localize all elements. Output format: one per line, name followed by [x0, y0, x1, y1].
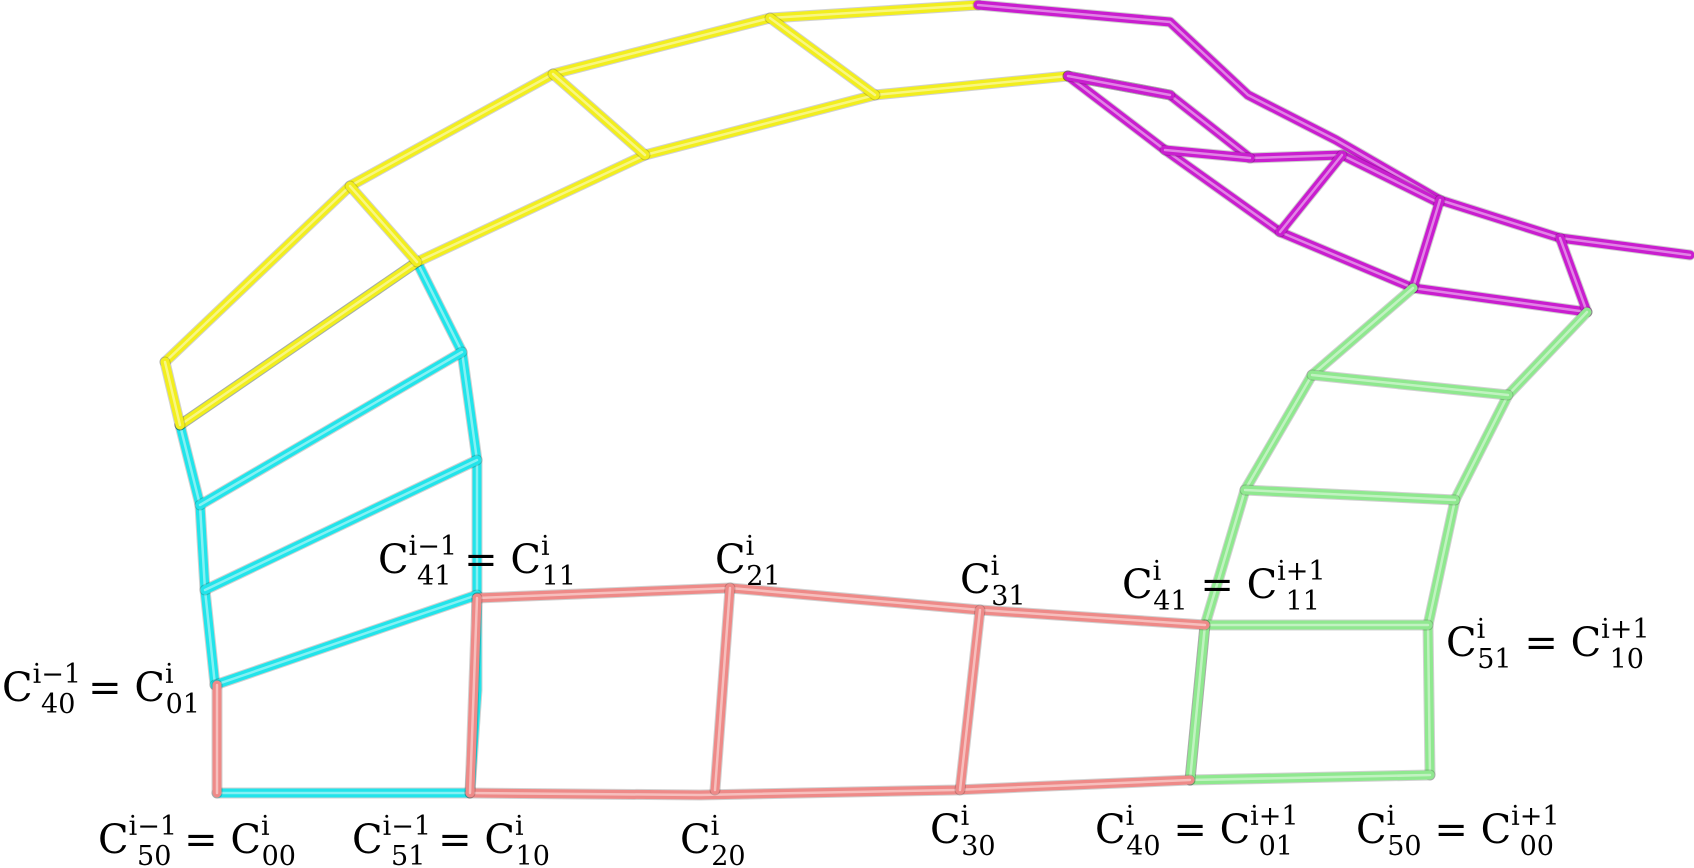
yellow-patch-edge — [345, 181, 422, 267]
green-patch-edge-highlight — [1310, 373, 1510, 397]
magenta-patch-edge-highlight — [1558, 236, 1589, 314]
salmon-patch-edge — [710, 583, 735, 795]
yellow-patch-edge-highlight — [348, 184, 419, 264]
yellow-patch-edge — [160, 357, 185, 430]
cyan-patch-edge — [195, 347, 467, 510]
magenta-patch-edge-highlight — [976, 3, 1692, 257]
cyan-patch-edge — [200, 455, 482, 595]
magenta-patch-edge — [1555, 233, 1592, 317]
green-patch-edge-shadow — [1184, 282, 1419, 786]
magenta-patch-edge-highlight — [1163, 148, 1252, 160]
yellow-patch-edge-highlight — [163, 360, 182, 427]
cyan-patch-edge — [210, 590, 482, 690]
magenta-patch-edge — [1275, 150, 1347, 237]
salmon-patch-edge — [955, 605, 985, 795]
green-patch-edge-shadow — [1422, 306, 1593, 781]
green-patch-edge-highlight — [1188, 773, 1432, 782]
yellow-patch-edge-highlight — [768, 16, 877, 97]
green-patch-edge — [1185, 620, 1210, 785]
cyan-patch-edge — [175, 420, 220, 690]
yellow-patch-edge — [548, 69, 650, 160]
magenta-patch-edge-highlight — [1066, 74, 1172, 97]
salmon-patch-edge-highlight — [475, 586, 1207, 627]
magenta-patch-edge-highlight — [1411, 198, 1442, 290]
green-patch-edge-highlight — [1243, 488, 1457, 502]
green-patch-edge — [1240, 485, 1460, 505]
salmon-patch-edge-highlight — [713, 586, 732, 792]
magenta-patch-edge — [1408, 195, 1445, 293]
salmon-patch-edge-highlight — [958, 608, 982, 792]
salmon-patch-edge — [465, 775, 1195, 800]
salmon-patch-edge — [465, 593, 482, 798]
magenta-patch-edge-shadow — [1062, 70, 1593, 318]
green-patch-edge — [1185, 770, 1435, 785]
green-patch-edge-highlight — [1188, 623, 1207, 782]
yellow-patch-edge — [765, 13, 880, 100]
green-patch-edge — [1185, 283, 1418, 785]
yellow-patch-edge-highlight — [551, 72, 647, 157]
cyan-patch-edge-highlight — [203, 458, 479, 592]
yellow-patch-edge — [175, 71, 1073, 430]
cyan-patch-edge-highlight — [178, 423, 217, 687]
green-patch-edge — [1423, 307, 1592, 780]
green-patch-edge-highlight — [1426, 310, 1589, 777]
salmon-patch-edge-highlight — [468, 596, 479, 795]
cyan-patch-edge-highlight — [213, 593, 479, 687]
salmon-patch-edge — [472, 583, 1210, 630]
magenta-patch-edge-highlight — [1066, 74, 1589, 314]
green-patch-edge — [1307, 370, 1513, 400]
magenta-patch-edge — [1063, 71, 1175, 100]
cyan-patch-edge-highlight — [198, 350, 464, 507]
patch-network — [159, 0, 1694, 801]
salmon-patch-edge-highlight — [468, 778, 1192, 797]
magenta-patch-edge — [1160, 145, 1255, 163]
magenta-patch-edge-highlight — [1278, 153, 1344, 234]
green-patch-edge-highlight — [1188, 286, 1415, 782]
magenta-patch-edge — [1063, 71, 1592, 317]
yellow-patch-edge-highlight — [178, 74, 1070, 427]
magenta-patch-edge — [973, 0, 1694, 260]
yellow-patch-edge-shadow — [174, 70, 1074, 431]
magenta-patch-edge-shadow — [972, 0, 1694, 261]
